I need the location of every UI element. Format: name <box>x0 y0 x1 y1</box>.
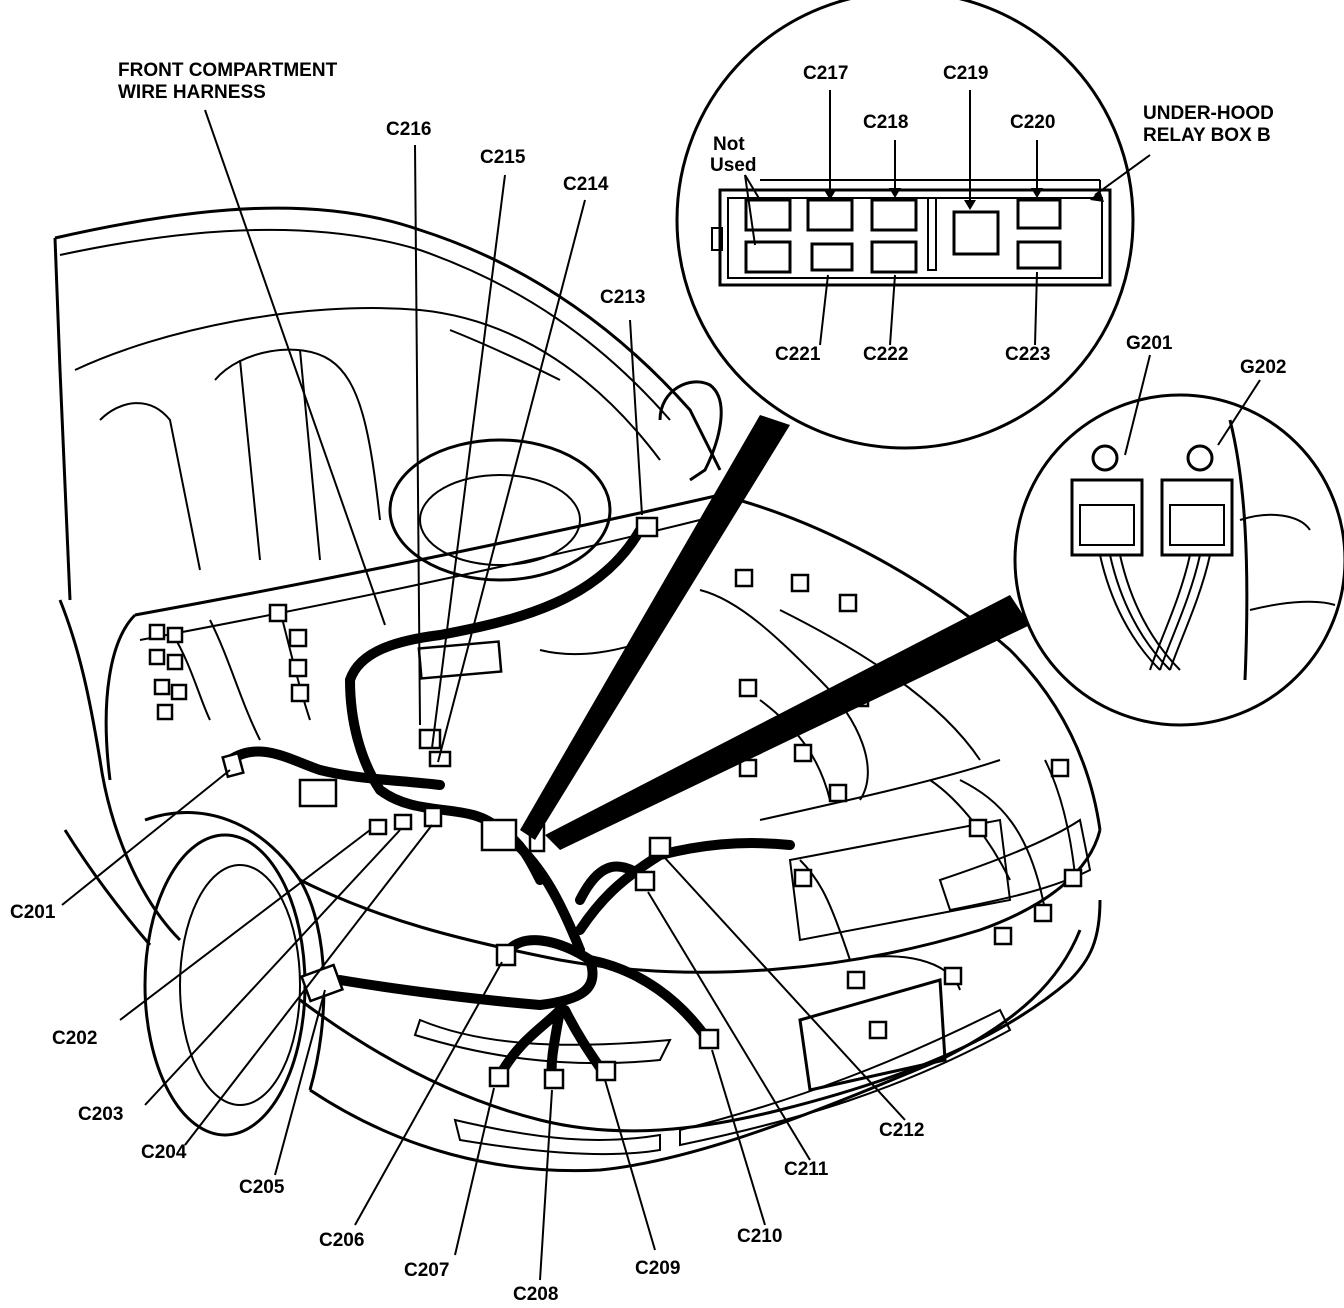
label-c217: C217 <box>803 63 848 84</box>
relay-slot-notused-bottom <box>744 240 792 274</box>
relay-slot-notused-top <box>744 198 792 232</box>
title-line1: FRONT COMPARTMENT <box>118 60 338 81</box>
label-c203: C203 <box>78 1104 123 1125</box>
title-line2: WIRE HARNESS <box>118 82 266 103</box>
label-c220: C220 <box>1010 112 1055 133</box>
label-c204: C204 <box>141 1142 187 1163</box>
relay-box-detail <box>675 0 1135 450</box>
label-c215: C215 <box>480 147 526 168</box>
label-c205: C205 <box>239 1177 285 1198</box>
label-c208: C208 <box>513 1284 558 1305</box>
label-g201: G201 <box>1126 333 1173 354</box>
callout-beams <box>520 415 1030 850</box>
label-c218: C218 <box>863 112 908 133</box>
relay-slot-c218 <box>870 198 918 232</box>
relay-slot-c223 <box>1016 240 1062 270</box>
label-c212: C212 <box>879 1120 924 1141</box>
relay-slot-c220 <box>1016 198 1062 230</box>
ground-detail <box>1013 393 1344 727</box>
label-c216: C216 <box>386 119 431 140</box>
connector-blocks <box>148 516 1083 1090</box>
leader-lines <box>61 90 1261 1281</box>
label-c206: C206 <box>319 1230 364 1251</box>
label-g202: G202 <box>1240 357 1286 378</box>
label-c213: C213 <box>600 287 645 308</box>
relay-slot-c222 <box>870 240 918 274</box>
label-c223: C223 <box>1005 344 1050 365</box>
label-c202: C202 <box>52 1028 97 1049</box>
labels: FRONT COMPARTMENT WIRE HARNESS UNDER-HOO… <box>10 60 1286 1305</box>
label-c219: C219 <box>943 63 988 84</box>
label-c214: C214 <box>563 174 609 195</box>
not-used-line1: Not <box>713 134 745 155</box>
label-c222: C222 <box>863 344 908 365</box>
label-c210: C210 <box>737 1226 782 1247</box>
not-used-line2: Used <box>710 155 756 176</box>
label-c211: C211 <box>784 1159 829 1180</box>
relay-slot-c219 <box>952 210 1000 256</box>
relay-slot-c217 <box>806 198 854 232</box>
relay-slot-c221 <box>810 242 854 272</box>
wire-harness <box>169 525 1076 1085</box>
car-body <box>53 206 1102 1173</box>
relay-box-line1: UNDER-HOOD <box>1143 103 1274 124</box>
label-c207: C207 <box>404 1260 449 1281</box>
label-c201: C201 <box>10 902 56 923</box>
label-c221: C221 <box>775 344 821 365</box>
label-c209: C209 <box>635 1258 680 1279</box>
relay-box-line2: RELAY BOX B <box>1143 125 1271 146</box>
